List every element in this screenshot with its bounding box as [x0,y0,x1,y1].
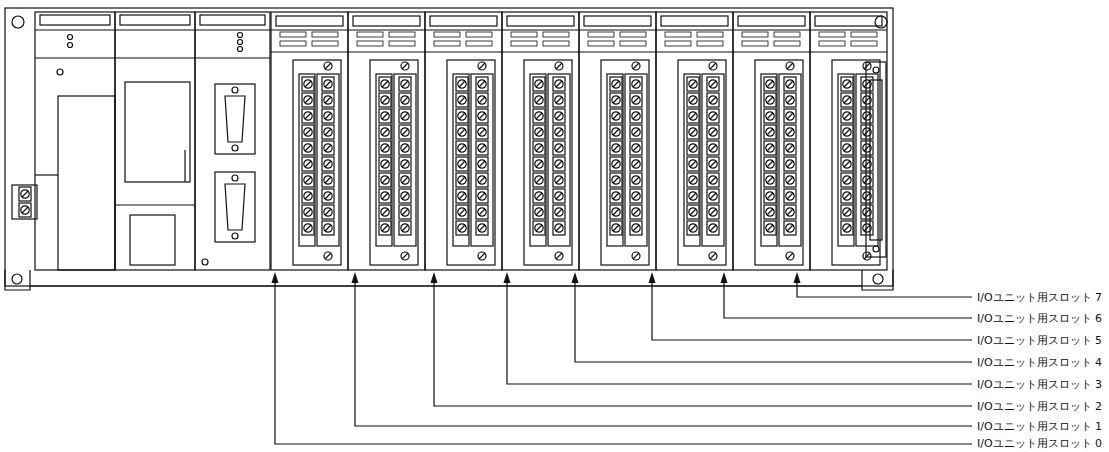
slot-label: I/Oユニット用スロット 3 [976,378,1103,391]
slot-leader-lines [275,276,972,444]
rack-base [5,8,893,290]
io-unit-modules [271,12,887,270]
slot-arrowheads [272,272,801,283]
cpu-unit [115,12,195,270]
slot-label: I/Oユニット用スロット 5 [976,334,1103,347]
slot-label: I/Oユニット用スロット 2 [976,400,1103,413]
communication-unit [195,12,270,270]
expansion-connector [866,62,886,257]
slot-label: I/Oユニット用スロット 0 [976,437,1103,450]
slot-label: I/Oユニット用スロット 7 [976,291,1103,304]
slot-label: I/Oユニット用スロット 1 [976,420,1103,433]
slot-label: I/Oユニット用スロット 6 [976,312,1103,325]
slot-label: I/Oユニット用スロット 4 [976,356,1103,369]
power-supply-unit [12,12,115,270]
